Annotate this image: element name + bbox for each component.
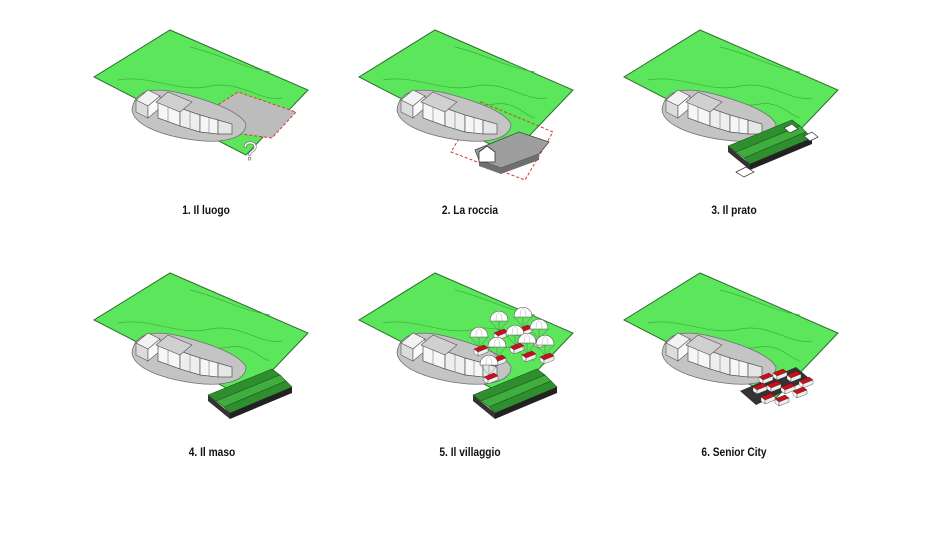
caption-2: 2. La roccia <box>441 203 499 217</box>
arrow-icon <box>783 123 799 134</box>
panel-4-il-maso <box>93 272 309 420</box>
panel-5-il-villaggio <box>358 272 574 420</box>
caption-5: 5. Il villaggio <box>439 445 501 459</box>
caption-1: 1. Il luogo <box>182 203 230 217</box>
panel-3-il-prato <box>623 29 839 178</box>
panel-1-il-luogo: ? <box>93 29 309 166</box>
rock-face <box>479 154 539 174</box>
caption-3: 3. Il prato <box>711 203 757 217</box>
house-outline-icon <box>478 145 496 163</box>
panel-6-senior-city <box>623 272 839 407</box>
arrow-icon <box>803 131 819 142</box>
arrow-icon <box>735 166 755 178</box>
panel-2-la-roccia <box>358 29 574 181</box>
question-mark: ? <box>243 136 257 166</box>
caption-4: 4. Il maso <box>188 445 236 459</box>
caption-6: 6. Senior City <box>701 445 767 459</box>
